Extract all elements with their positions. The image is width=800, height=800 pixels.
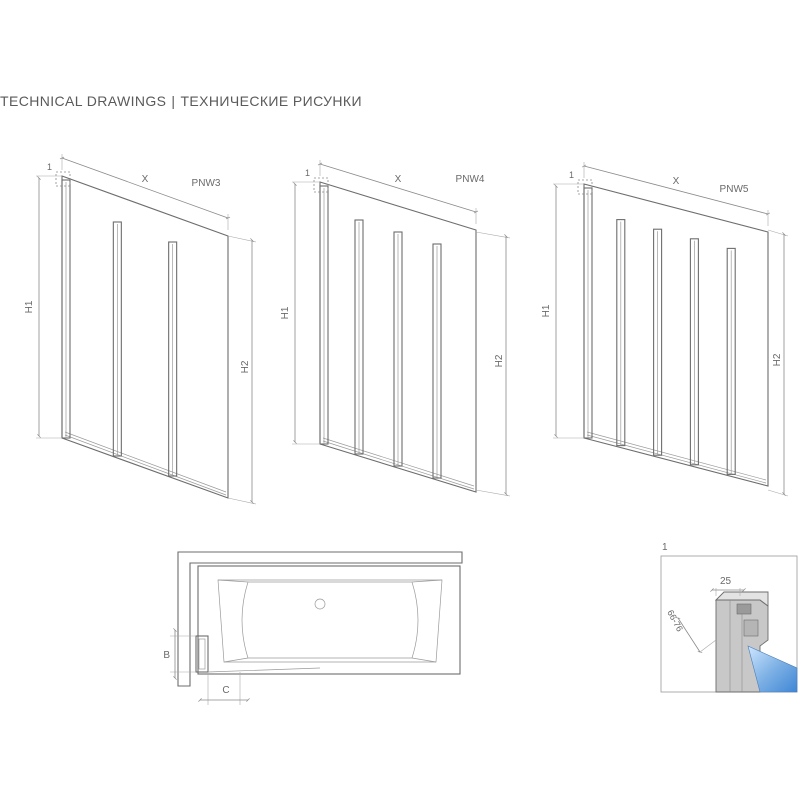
screen-outline bbox=[61, 175, 229, 499]
model-label: PNW3 bbox=[192, 178, 221, 189]
tub-basin-rim bbox=[217, 579, 443, 663]
detail-ref-label: 1 bbox=[569, 170, 574, 180]
dim-label-b: B bbox=[163, 650, 170, 661]
screen-swing-line bbox=[207, 667, 321, 673]
detail-number: 1 bbox=[662, 542, 668, 553]
dim-label-x: X bbox=[142, 174, 149, 185]
folded-screen bbox=[195, 635, 209, 673]
model-label: PNW5 bbox=[720, 184, 749, 195]
detail-1: 1 25 66-76 bbox=[660, 542, 798, 693]
dim-x bbox=[317, 162, 479, 214]
heading-separator: | bbox=[171, 93, 176, 109]
dim-label-h2: H2 bbox=[240, 360, 251, 373]
heading-ru: ТЕХНИЧЕСКИЕ РИСУНКИ bbox=[180, 93, 362, 109]
dim-label-h1: H1 bbox=[24, 300, 35, 313]
detail-marker bbox=[55, 171, 71, 187]
screen-outline bbox=[583, 183, 769, 487]
dim-x bbox=[59, 156, 231, 220]
wall-outline bbox=[177, 551, 463, 687]
glass-pane bbox=[747, 645, 798, 693]
page-heading: TECHNICAL DRAWINGS|ТЕХНИЧЕСКИЕ РИСУНКИ bbox=[0, 93, 362, 109]
detail-marker bbox=[577, 179, 593, 195]
dim-label-x: X bbox=[673, 176, 680, 187]
dim-label-c: C bbox=[222, 685, 229, 696]
profile-top bbox=[714, 591, 769, 607]
model-label: PNW4 bbox=[456, 174, 485, 185]
dim-label-h2: H2 bbox=[494, 354, 505, 367]
dim-label-h1: H1 bbox=[280, 306, 291, 319]
detail-dim-width: 25 bbox=[720, 576, 732, 587]
dim-label-h1: H1 bbox=[541, 304, 552, 317]
dim-label-x: X bbox=[395, 174, 402, 185]
detail-ref-label: 1 bbox=[305, 168, 310, 178]
tub-basin bbox=[241, 581, 419, 659]
dim-x bbox=[581, 164, 771, 216]
heading-en: TECHNICAL DRAWINGS bbox=[0, 93, 167, 109]
drain-icon bbox=[314, 598, 326, 610]
detail-marker bbox=[313, 177, 329, 193]
bathtub-plan-view: B C bbox=[163, 551, 463, 705]
dim-label-h2: H2 bbox=[772, 353, 783, 366]
detail-ref-label: 1 bbox=[47, 162, 52, 172]
tub-outer bbox=[197, 565, 461, 675]
